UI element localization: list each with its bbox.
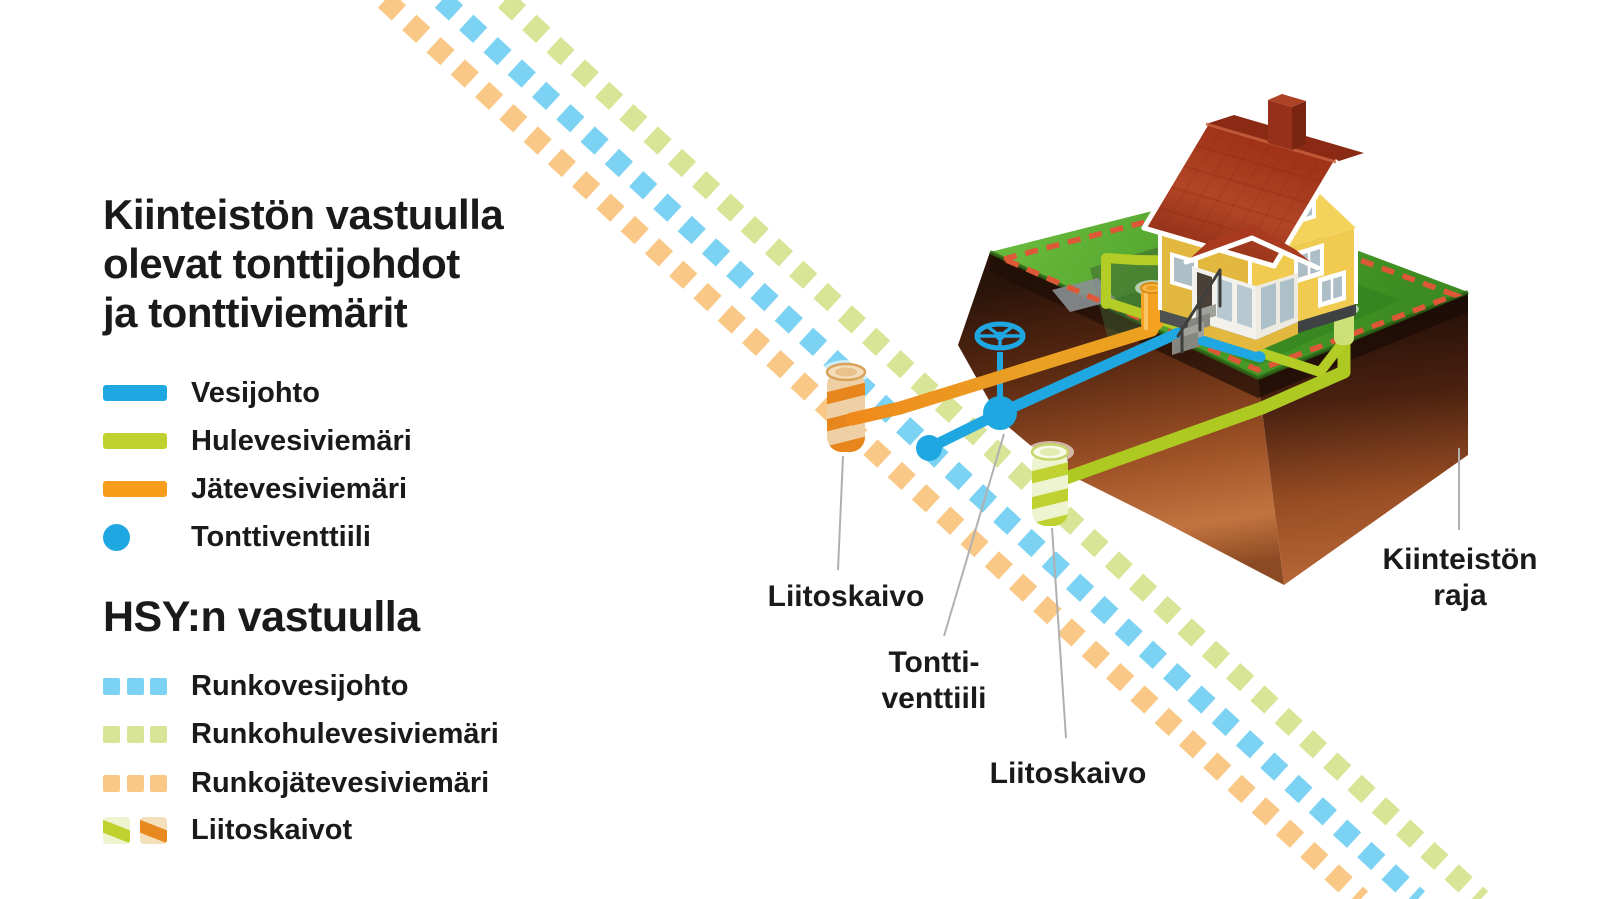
trunk-stormwater-dashed-line: [497, 0, 1489, 899]
wastewater-service-pipe: [845, 323, 1159, 426]
label-liitoskaivo-bottom: Liitoskaivo: [989, 757, 1147, 790]
label-kiinteiston-raja: Kiinteistön raja: [1383, 542, 1538, 614]
house: [1141, 94, 1364, 355]
label-liitoskaivo-left: Liitoskaivo: [767, 580, 925, 613]
legend-item-hulevesiviemari: Hulevesiviemäri: [103, 417, 412, 465]
window: [1318, 270, 1346, 308]
legend-item-jatevesiviemari: Jätevesiviemäri: [103, 465, 407, 513]
porch-roof: [1183, 224, 1321, 271]
page-title-line: Kiinteistön vastuulla: [103, 191, 504, 238]
label-line: Tontti-: [888, 646, 980, 679]
stormwater-pipe-line-swatch: [103, 433, 167, 449]
legend-label: Runkovesijohto: [191, 669, 409, 702]
label-line: raja: [1433, 579, 1487, 612]
legend-item-tonttiventtiili: Tonttiventtiili: [103, 513, 371, 561]
legend-item-runkovesijohto: Runkovesijohto: [103, 662, 409, 710]
roof: [1144, 124, 1336, 266]
legend-label: Jätevesiviemäri: [191, 472, 408, 505]
label-line: venttiili: [881, 682, 987, 715]
legend-label: Liitoskaivot: [191, 813, 353, 846]
legend-label: Runkohulevesiviemäri: [191, 717, 499, 750]
legend-item-runkojatevesiviemari: Runkojätevesiviemäri: [103, 759, 489, 807]
water-pipe-line-swatch: [103, 385, 167, 401]
chimney: [1268, 94, 1306, 150]
page-title-line: olevat tonttijohdot: [103, 240, 460, 287]
stormwater-service-pipe: [1059, 327, 1351, 485]
valve-wheel-icon: [974, 321, 1026, 416]
label-tonttiventtiili: Tontti- venttiili: [881, 645, 986, 717]
porch-stairs: [1172, 268, 1222, 355]
trunk-tap-node: [916, 435, 942, 461]
legend-item-runkohulevesiviemari: Runkohulevesiviemäri: [103, 710, 499, 758]
legend-label: Runkojätevesiviemäri: [191, 766, 490, 799]
trunk-wastewater-dashed-line: [377, 0, 1369, 899]
label-line: Kiinteistön: [1382, 543, 1538, 576]
legend-item-vesijohto: Vesijohto: [103, 369, 320, 417]
trunk-water-dashed-swatch: [103, 677, 167, 695]
trunk-wastewater-dashed-swatch: [103, 774, 167, 792]
soil-left-face: [958, 252, 1284, 585]
legend-label: Tonttiventtiili: [191, 520, 371, 553]
trunk-stormwater-dashed-swatch: [103, 725, 167, 743]
leader-lines: [837, 433, 1460, 739]
page-title-line: ja tonttiviemärit: [103, 289, 408, 336]
water-service-pipe: [916, 321, 1266, 461]
wastewater-well-icon: [140, 816, 167, 844]
legend-label: Hulevesiviemäri: [191, 424, 412, 457]
legend-label: Vesijohto: [191, 376, 320, 409]
page-title: Kiinteistön vastuulla olevat tonttijohdo…: [103, 190, 504, 337]
plot-valve-dot-swatch: [103, 523, 130, 551]
hsy-heading: HSY:n vastuulla: [103, 593, 420, 641]
legend-item-liitoskaivot: Liitoskaivot: [103, 806, 352, 854]
porch: [1192, 266, 1298, 352]
stormwater-well-icon: [103, 816, 130, 844]
wastewater-pipe-line-swatch: [103, 481, 167, 497]
stormwater-connection-well: [1026, 441, 1074, 526]
